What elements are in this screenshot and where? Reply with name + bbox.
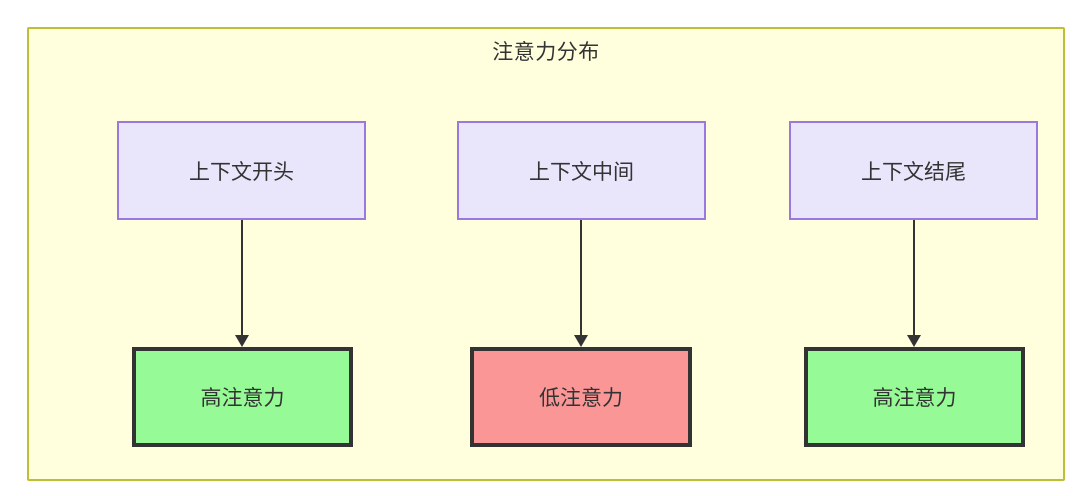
node-attention-start[interactable]: 高注意力 (132, 347, 353, 447)
node-context-start-label: 上下文开头 (189, 160, 294, 184)
node-context-middle-label: 上下文中间 (529, 160, 634, 184)
node-context-middle[interactable]: 上下文中间 (457, 121, 706, 220)
node-attention-end[interactable]: 高注意力 (804, 347, 1025, 447)
node-attention-middle[interactable]: 低注意力 (470, 347, 692, 447)
edge-line (241, 220, 243, 336)
edge-context-middle-to-attention (573, 220, 589, 347)
subgraph-title: 注意力分布 (492, 41, 600, 64)
edge-context-end-to-attention (906, 220, 922, 347)
arrowhead-down-icon (907, 335, 921, 347)
node-context-start[interactable]: 上下文开头 (117, 121, 366, 220)
node-attention-middle-label: 低注意力 (539, 387, 623, 410)
arrowhead-down-icon (574, 335, 588, 347)
node-context-end[interactable]: 上下文结尾 (789, 121, 1038, 220)
attention-distribution-group: 注意力分布 上下文开头 上下文中间 上下文结尾 高注意力 低 (27, 27, 1065, 481)
edge-line (913, 220, 915, 336)
node-attention-end-label: 高注意力 (872, 387, 957, 410)
arrowhead-down-icon (235, 335, 249, 347)
node-attention-start-label: 高注意力 (200, 387, 285, 410)
edge-context-start-to-attention (234, 220, 250, 347)
node-context-end-label: 上下文结尾 (861, 160, 966, 184)
edge-line (580, 220, 582, 336)
